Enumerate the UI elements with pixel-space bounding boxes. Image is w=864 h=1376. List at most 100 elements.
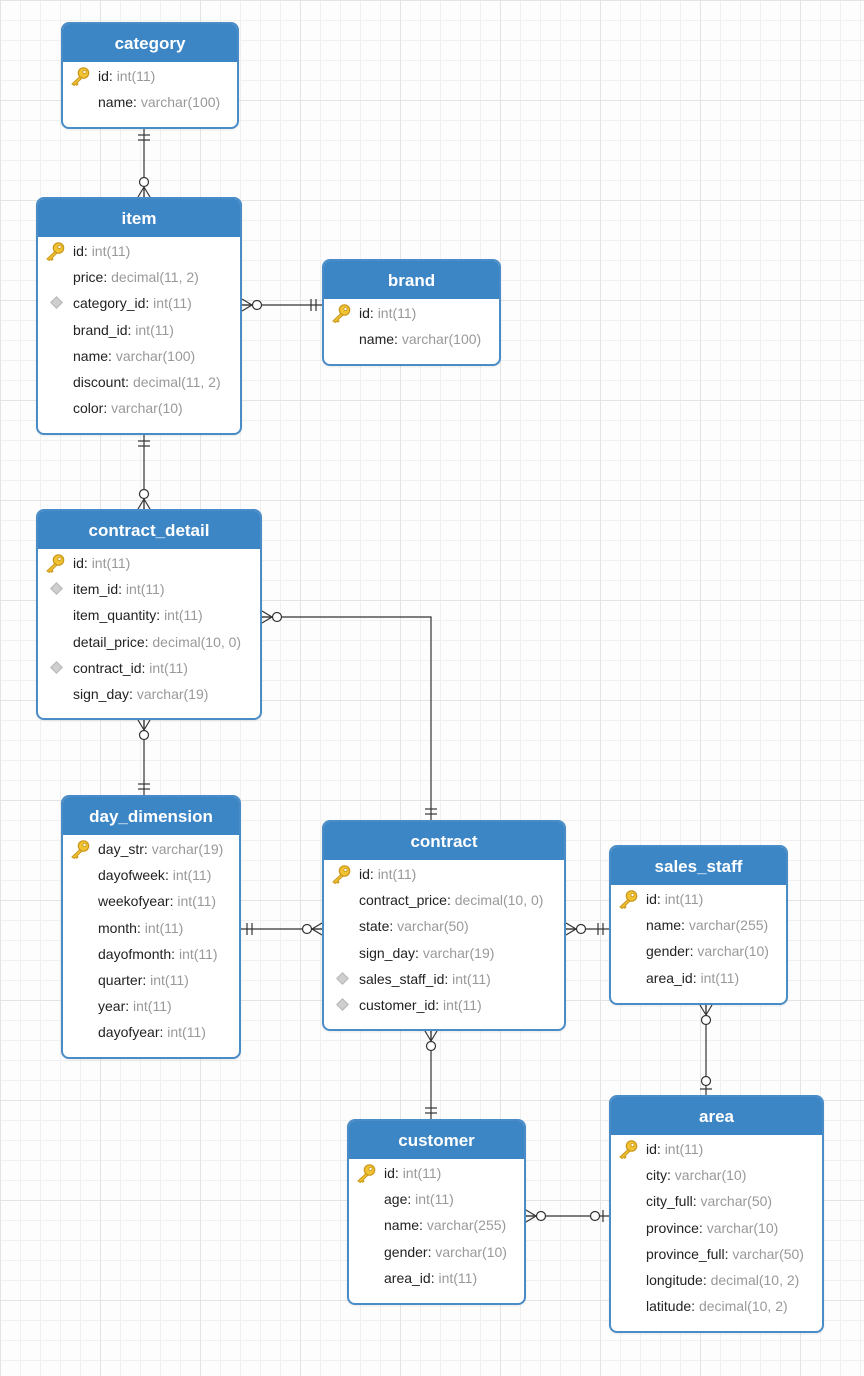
entity-area[interactable]: area id: int(11) city: varchar(10)city_ful… bbox=[609, 1095, 824, 1333]
field-row[interactable]: detail_price: decimal(10, 0) bbox=[38, 629, 260, 655]
relationship-item-to-contract-detail[interactable] bbox=[137, 435, 151, 510]
field-text: dayofyear: int(11) bbox=[98, 1024, 206, 1041]
field-row[interactable]: id: int(11) bbox=[349, 1160, 524, 1186]
relationship-item-to-brand[interactable] bbox=[241, 298, 322, 312]
field-row[interactable]: latitude: decimal(10, 2) bbox=[611, 1293, 822, 1319]
field-row[interactable]: longitude: decimal(10, 2) bbox=[611, 1267, 822, 1293]
field-row[interactable]: area_id: int(11) bbox=[611, 965, 786, 991]
field-row[interactable]: day_str: varchar(19) bbox=[63, 836, 239, 862]
relationship-day-dimension-to-contract[interactable] bbox=[241, 922, 323, 936]
relationship-contract-detail-to-day-dimension[interactable] bbox=[137, 719, 151, 795]
field-type: decimal(11, 2) bbox=[111, 269, 199, 286]
field-text: province: varchar(10) bbox=[646, 1219, 779, 1236]
field-row[interactable]: discount: decimal(11, 2) bbox=[38, 369, 240, 395]
field-row[interactable]: state: varchar(50) bbox=[324, 913, 564, 939]
field-row[interactable]: dayofmonth: int(11) bbox=[63, 941, 239, 967]
field-row[interactable]: age: int(11) bbox=[349, 1186, 524, 1212]
field-type: varchar(10) bbox=[111, 400, 183, 417]
field-row[interactable]: sign_day: varchar(19) bbox=[324, 940, 564, 966]
field-row[interactable]: province_full: varchar(50) bbox=[611, 1241, 822, 1267]
field-row[interactable]: quarter: int(11) bbox=[63, 967, 239, 993]
field-type: int(11) bbox=[116, 68, 156, 84]
field-text: price: decimal(11, 2) bbox=[73, 269, 199, 286]
field-row[interactable]: area_id: int(11) bbox=[349, 1265, 524, 1291]
field-row[interactable]: id: int(11) bbox=[324, 861, 564, 887]
field-row[interactable]: id: int(11) bbox=[38, 238, 240, 264]
field-name: discount bbox=[73, 373, 126, 390]
field-name: state bbox=[359, 918, 390, 935]
field-row[interactable]: id: int(11) bbox=[38, 550, 260, 576]
field-name: color bbox=[73, 400, 104, 417]
field-text: longitude: decimal(10, 2) bbox=[646, 1271, 800, 1288]
field-row[interactable]: name: varchar(100) bbox=[63, 89, 237, 115]
field-row[interactable]: province: varchar(10) bbox=[611, 1215, 822, 1241]
field-type: int(11) bbox=[91, 555, 131, 571]
field-row[interactable]: color: varchar(10) bbox=[38, 395, 240, 421]
field-row[interactable]: contract_price: decimal(10, 0) bbox=[324, 887, 564, 913]
field-text: gender: varchar(10) bbox=[384, 1243, 507, 1260]
relationship-category-to-item[interactable] bbox=[137, 129, 151, 198]
field-row[interactable]: id: int(11) bbox=[324, 300, 499, 326]
field-type: varchar(100) bbox=[115, 347, 196, 364]
field-row[interactable]: month: int(11) bbox=[63, 915, 239, 941]
field-name: name bbox=[98, 94, 134, 111]
field-row[interactable]: brand_id: int(11) bbox=[38, 317, 240, 343]
primary-key-icon bbox=[44, 241, 66, 262]
field-row[interactable]: price: decimal(11, 2) bbox=[38, 264, 240, 290]
field-text: sign_day: varchar(19) bbox=[359, 944, 495, 961]
field-name: city bbox=[646, 1167, 667, 1184]
field-text: id: int(11) bbox=[646, 1141, 704, 1157]
field-row[interactable]: dayofweek: int(11) bbox=[63, 862, 239, 888]
field-row[interactable]: name: varchar(100) bbox=[324, 326, 499, 352]
field-type: int(11) bbox=[178, 945, 218, 962]
field-name: item_id bbox=[73, 581, 119, 598]
field-row[interactable]: name: varchar(255) bbox=[611, 912, 786, 938]
field-row[interactable]: id: int(11) bbox=[611, 886, 786, 912]
field-type: int(11) bbox=[700, 969, 740, 986]
field-row[interactable]: id: int(11) bbox=[611, 1136, 822, 1162]
field-text: name: varchar(100) bbox=[98, 94, 221, 111]
field-row[interactable]: sign_day: varchar(19) bbox=[38, 681, 260, 707]
field-row[interactable]: gender: varchar(10) bbox=[349, 1239, 524, 1265]
field-type: int(11) bbox=[664, 1141, 704, 1157]
relationship-sales-staff-to-area[interactable] bbox=[699, 1004, 713, 1095]
field-row[interactable]: name: varchar(100) bbox=[38, 343, 240, 369]
field-row[interactable]: contract_id: int(11) bbox=[38, 655, 260, 681]
field-row[interactable]: city_full: varchar(50) bbox=[611, 1188, 822, 1214]
field-row[interactable]: name: varchar(255) bbox=[349, 1212, 524, 1238]
field-row[interactable]: sales_staff_id: int(11) bbox=[324, 966, 564, 992]
field-row[interactable]: city: varchar(10) bbox=[611, 1162, 822, 1188]
field-name: name bbox=[384, 1217, 420, 1234]
field-name: sign_day bbox=[359, 944, 416, 961]
entity-title: area bbox=[611, 1097, 822, 1135]
field-type: int(11) bbox=[172, 867, 212, 884]
field-row[interactable]: weekofyear: int(11) bbox=[63, 888, 239, 914]
relationship-contract-to-customer[interactable] bbox=[424, 1030, 438, 1119]
relationship-contract-detail-to-contract[interactable] bbox=[261, 610, 437, 820]
field-row[interactable]: item_id: int(11) bbox=[38, 576, 260, 602]
field-row[interactable]: category_id: int(11) bbox=[38, 290, 240, 316]
field-name: weekofyear bbox=[98, 893, 170, 910]
field-row[interactable]: dayofyear: int(11) bbox=[63, 1019, 239, 1045]
relationship-customer-to-area[interactable] bbox=[525, 1209, 609, 1223]
field-row[interactable]: customer_id: int(11) bbox=[324, 992, 564, 1018]
field-row[interactable]: id: int(11) bbox=[63, 63, 237, 89]
field-text: quarter: int(11) bbox=[98, 971, 189, 988]
field-row[interactable]: item_quantity: int(11) bbox=[38, 602, 260, 628]
field-type: decimal(10, 0) bbox=[454, 892, 544, 909]
field-row[interactable]: gender: varchar(10) bbox=[611, 938, 786, 964]
relationship-contract-to-sales-staff[interactable] bbox=[565, 922, 609, 936]
field-row[interactable]: year: int(11) bbox=[63, 993, 239, 1019]
entity-field-list: id: int(11)contract_price: decimal(10, 0… bbox=[324, 860, 564, 1018]
field-type: varchar(255) bbox=[426, 1217, 507, 1234]
primary-key-icon bbox=[355, 1163, 377, 1184]
